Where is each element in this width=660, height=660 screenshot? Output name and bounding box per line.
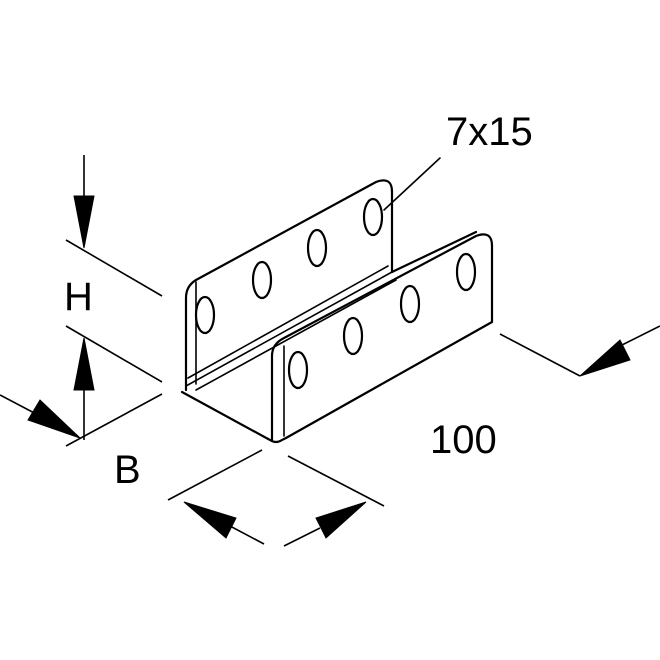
slot — [362, 197, 384, 237]
width-label: B — [114, 448, 141, 492]
arrow-left-icon — [183, 501, 237, 539]
height-label: H — [64, 275, 93, 319]
base-plate — [180, 265, 397, 444]
hole-leader-line — [383, 157, 441, 211]
arrow-down-icon — [73, 195, 95, 249]
front-wall-slots — [287, 252, 477, 390]
arrow-up-icon — [73, 337, 95, 391]
back-wall — [184, 179, 394, 392]
front-wall — [270, 230, 494, 442]
slot — [194, 295, 216, 335]
slot — [455, 252, 477, 292]
slot — [306, 228, 328, 268]
arrow-right-icon — [27, 399, 81, 439]
arrow-right-icon — [315, 501, 367, 539]
height-dimension — [65, 155, 163, 440]
slot — [342, 316, 364, 356]
length-label: 100 — [430, 418, 497, 462]
base-width-dimension — [183, 501, 367, 547]
slot — [399, 284, 421, 324]
length-dimension — [499, 325, 660, 377]
slot — [251, 260, 273, 300]
width-dimension — [0, 393, 385, 507]
arrow-left-icon — [579, 339, 631, 377]
back-wall-slots — [194, 197, 384, 335]
slot — [287, 350, 309, 390]
hole-size-label: 7x15 — [446, 110, 533, 154]
